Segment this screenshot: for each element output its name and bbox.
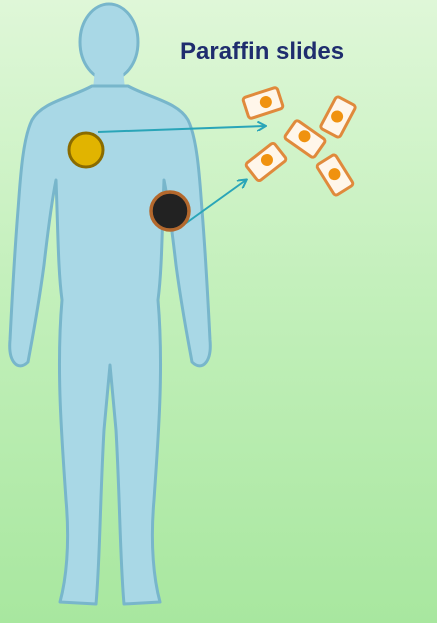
human-body-icon xyxy=(10,4,211,604)
tissue-sample-marker-icon xyxy=(69,133,103,167)
paraffin-slide-icon xyxy=(316,154,354,196)
diagram-title: Paraffin slides xyxy=(180,38,344,66)
paraffin-slide-icon xyxy=(245,142,287,182)
paraffin-slide-icon xyxy=(320,96,356,138)
paraffin-slide-icon xyxy=(242,87,283,119)
tissue-sample-marker-icon xyxy=(151,192,189,230)
